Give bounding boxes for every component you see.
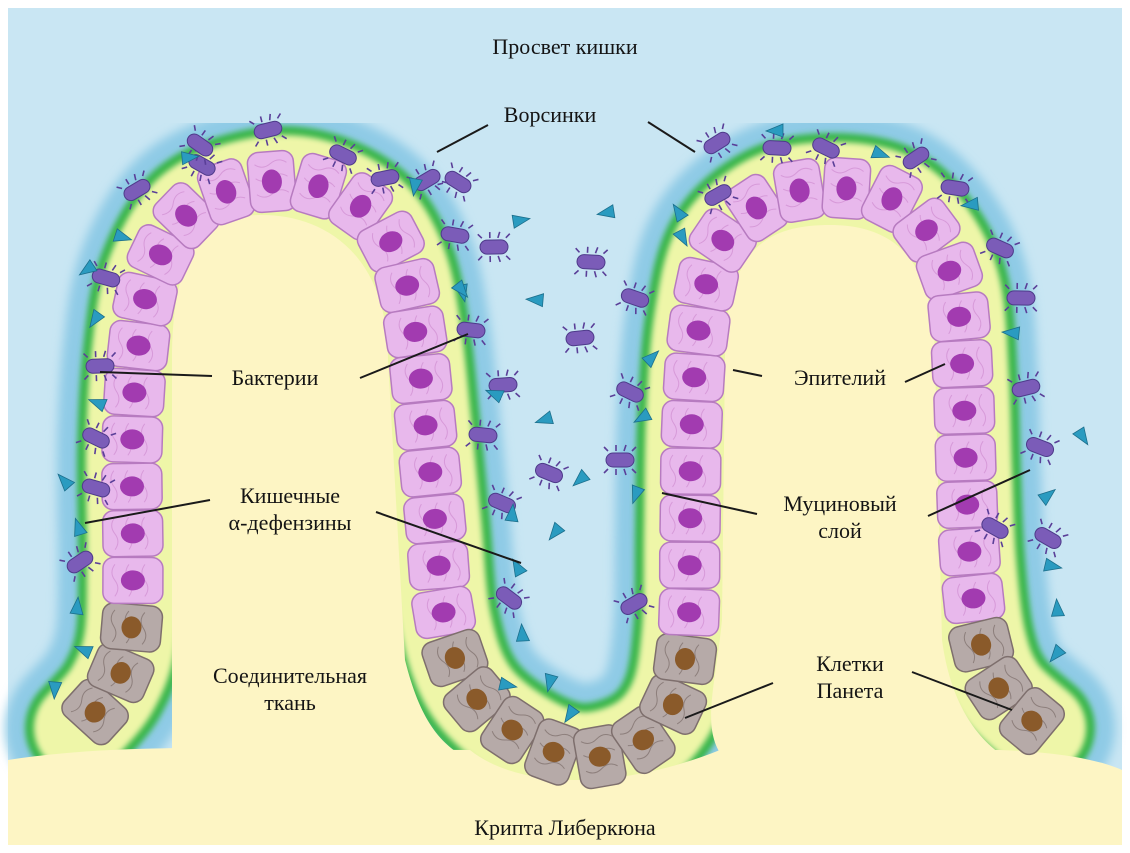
epithelial-cell <box>663 352 726 402</box>
epithelial-cell <box>102 463 163 510</box>
paneth-cells-label: КлеткиПанета <box>775 650 925 704</box>
epithelial-cell <box>941 572 1006 624</box>
epithelial-cell <box>931 339 993 388</box>
epithelial-cell <box>398 446 462 498</box>
bacterium-body <box>565 330 594 347</box>
epithelial-cell <box>106 319 171 371</box>
epithelial-cell <box>660 495 721 542</box>
cell-nucleus <box>121 570 145 590</box>
connective-tissue-label: Соединительнаяткань <box>180 662 400 716</box>
bacterium-body <box>763 140 792 155</box>
mucin-layer-label: Муциновыйслой <box>755 490 925 544</box>
bacteria-label: Бактерии <box>200 364 350 391</box>
epithelial-cell <box>393 399 457 451</box>
epithelial-cell <box>102 510 163 557</box>
defensins-label: Кишечныеα-дефензины <box>195 482 385 536</box>
bacterium-body <box>86 359 114 374</box>
epithelial-cell <box>382 305 448 360</box>
epithelial-cell <box>103 557 163 603</box>
bacterium-body <box>577 254 606 269</box>
paneth-cell <box>100 602 164 653</box>
epithelial-cell <box>389 353 453 405</box>
epithelial-cell <box>661 400 723 448</box>
crypt-label: Крипта Либеркюна <box>440 814 690 841</box>
epithelial-cell <box>403 493 467 545</box>
bacterium-body <box>468 427 497 444</box>
cell-nucleus <box>678 555 702 575</box>
epithelial-cell <box>658 588 720 636</box>
epithelial-cell <box>935 434 996 482</box>
epithelial-cell <box>772 157 827 224</box>
epithelial-cell <box>934 387 995 435</box>
bacterium-body <box>606 453 634 467</box>
epithelial-cell <box>660 542 720 588</box>
epithelial-cell <box>666 304 731 357</box>
epithelial-cell <box>660 448 721 495</box>
epithelium-label: Эпителий <box>765 364 915 391</box>
bacterium-body <box>1007 291 1035 305</box>
epithelial-cell <box>927 291 991 343</box>
epithelial-cell <box>102 416 163 464</box>
paneth-cell <box>652 632 717 685</box>
epithelial-cell <box>407 541 470 591</box>
bacterium-body <box>480 240 508 254</box>
epithelial-cell <box>247 150 298 213</box>
lumen-label: Просвет кишки <box>455 33 675 60</box>
villi-label: Ворсинки <box>475 101 625 128</box>
